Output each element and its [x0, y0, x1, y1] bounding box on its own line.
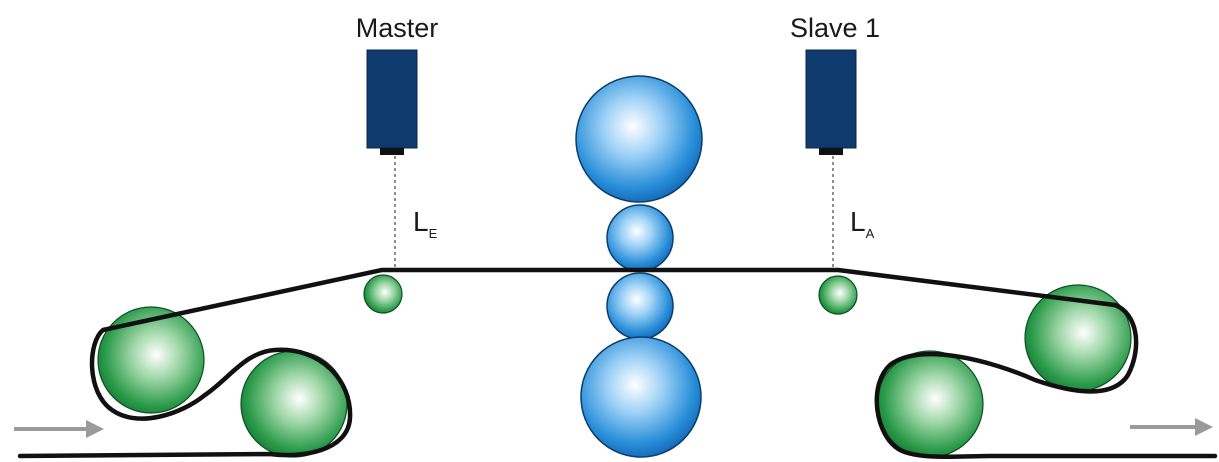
entry-guide-roll: [363, 274, 403, 314]
upper-backup-roll: [575, 75, 703, 203]
exit-deflector-roll-1: [876, 350, 984, 458]
master-sensor: [366, 49, 418, 155]
slave-sensor: [805, 49, 857, 155]
upper-work-roll: [606, 204, 674, 272]
master-sensor-lens: [380, 148, 404, 155]
master-distance-subscript: E: [429, 226, 438, 241]
master-distance-label: LE: [413, 206, 438, 241]
arrow-right-icon: [1130, 418, 1213, 436]
strip-web-path: [17, 267, 1218, 460]
slave-distance-subscript: A: [866, 226, 875, 241]
slave-distance-label: LA: [850, 206, 875, 241]
slave-distance-main: L: [850, 206, 866, 237]
slave-sensor-lens: [819, 148, 843, 155]
lower-backup-roll: [580, 336, 702, 458]
slave-sensor-body: [805, 49, 857, 149]
master-sensor-body: [366, 49, 418, 149]
lower-work-roll: [606, 272, 674, 340]
arrow-right-icon: [14, 420, 104, 438]
exit-guide-roll: [818, 275, 858, 315]
master-distance-main: L: [413, 206, 429, 237]
entry-deflector-roll-1: [97, 306, 205, 414]
master-sensor-label: Master: [356, 13, 439, 43]
slave-sensor-label: Slave 1: [790, 13, 880, 43]
